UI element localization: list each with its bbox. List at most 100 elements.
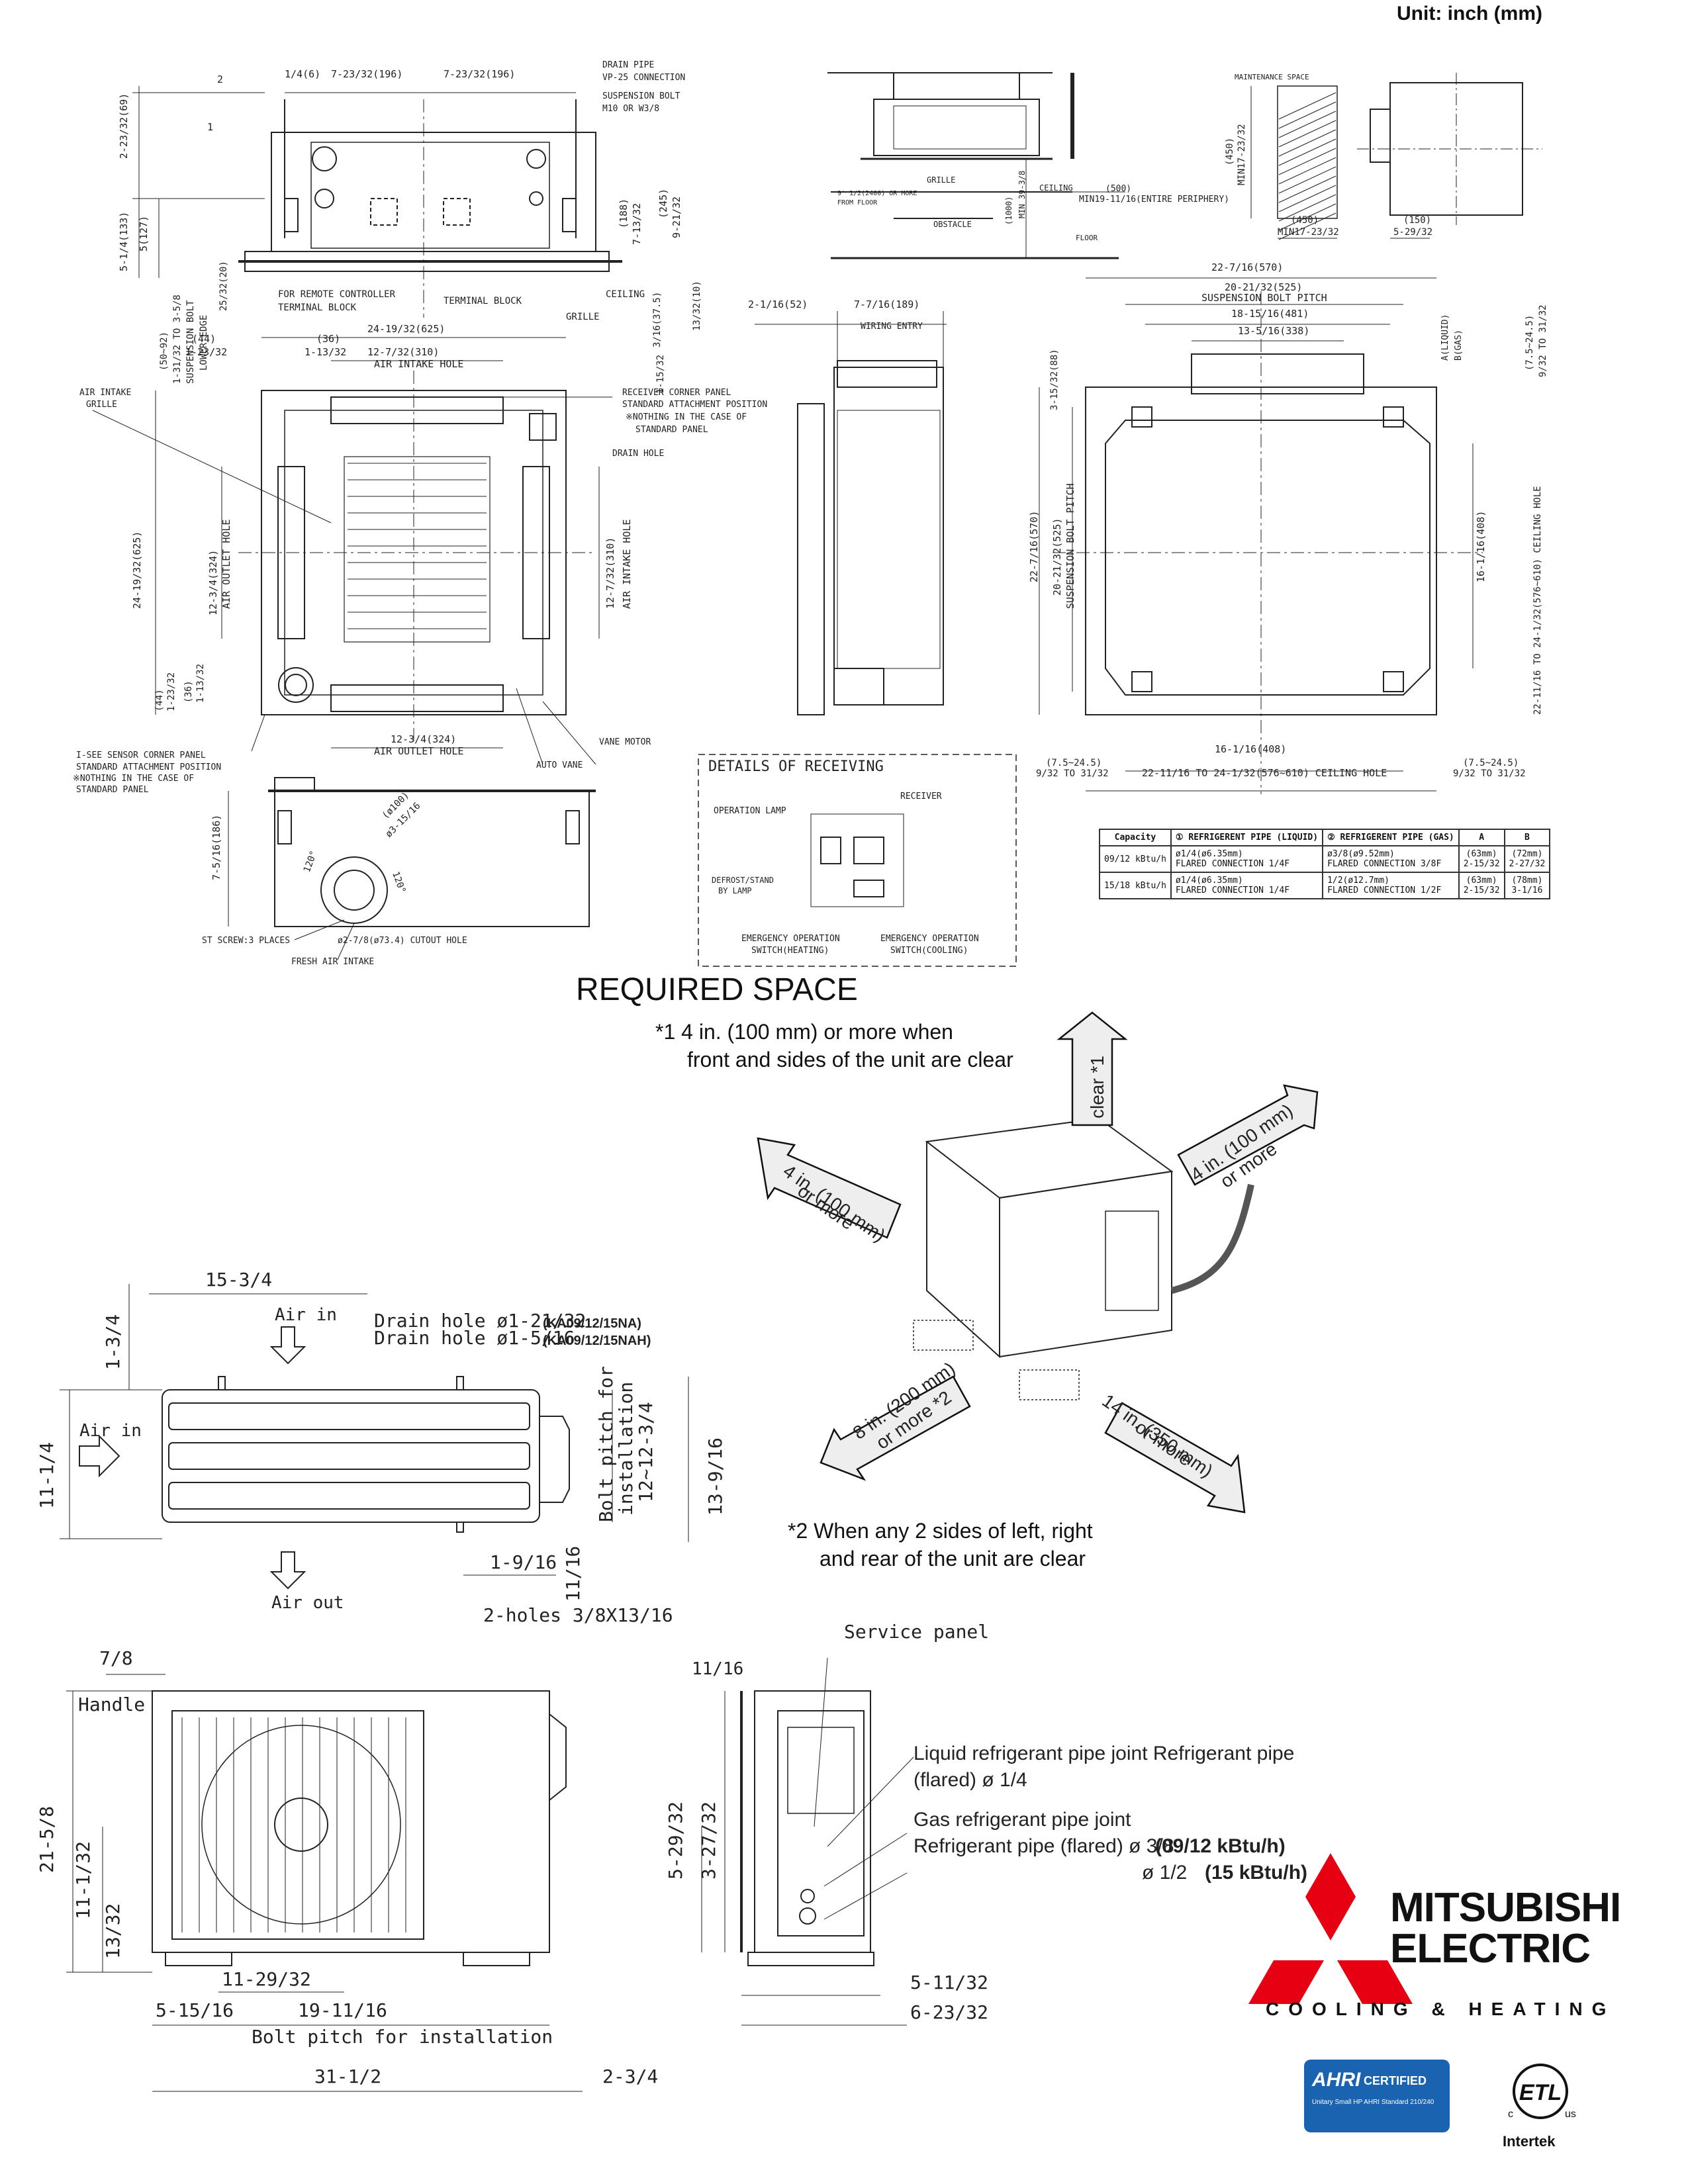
outdoor-top-drawing (60, 1284, 689, 1590)
drawing-label-side-view-dims-0: 2-1/16(52) (748, 298, 808, 310)
drawing-label-outdoor-front-dims-5: 5-15/16 (156, 1999, 234, 2021)
drawing-label-outdoor-top-labels-0: Air in (275, 1305, 337, 1325)
drawing-label-indoor-bottom-labels-0: ST SCREW:3 PLACES (202, 936, 291, 946)
cell-b: (72mm)2-27/32 (1503, 845, 1551, 873)
tagline: COOLING & HEATING (1266, 1999, 1616, 2019)
drawing-label-outdoor-front-dims-0: 7/8 (99, 1647, 133, 1669)
drawing-label-outdoor-top-dims-4: 13-9/16 (704, 1437, 726, 1516)
drawing-label-outdoor-side-labels-gas1: Gas refrigerant pipe joint (914, 1809, 1131, 1831)
drawing-label-indoor-top-right-dims-3: 9-21/32 (671, 196, 682, 238)
drawing-label-outdoor-side-dims-4: 6-23/32 (910, 2001, 989, 2023)
drawing-label-indoor-panel-top-dims-4: 1-13/32 (305, 346, 347, 358)
drawing-label-outdoor-side-labels-gas2b: (09/12 kBtu/h) (1155, 1835, 1286, 1857)
drawing-label-ceiling-hole-top-dims-6: B(GAS) (1454, 330, 1464, 361)
drawing-label-indoor-panel-bottom-0: 12-3/4(324) (391, 733, 457, 745)
cell-a: (63mm)2-15/32 (1458, 872, 1505, 899)
drawing-label-outdoor-top-dims-6: 11/16 (562, 1545, 584, 1602)
drawing-label-indoor-panel-side-dims-6: 1-23/32 (166, 672, 177, 711)
drawing-label-outdoor-front-dims-4: 11-29/32 (222, 1968, 311, 1990)
drawing-label-outdoor-top-drain2: Drain hole ø1-5/16 (374, 1327, 575, 1349)
drawing-label-ceiling-hole-top-dims-2: SUSPENSION BOLT PITCH (1201, 292, 1327, 304)
col-gas: ② REFRIGERENT PIPE (GAS) (1322, 829, 1460, 846)
drawing-label-outdoor-front-labels-1: Bolt pitch for installation (252, 2026, 553, 2048)
pipe-spec-table: Capacity ① REFRIGERENT PIPE (LIQUID) ② R… (1099, 829, 1551, 899)
drawing-label-indoor-top-labels-1: TERMINAL BLOCK (278, 302, 357, 313)
drawing-label-outdoor-top-labels-5: 2-holes 3/8X13/16 (483, 1604, 673, 1626)
drawing-label-outdoor-front-dims-7: 31-1/2 (314, 2066, 382, 2087)
drawing-label-indoor-top-right-dims-0: (188) (618, 198, 630, 228)
outdoor-side-drawing (701, 1657, 914, 2026)
drawing-label-maintenance-labels-6: 5-29/32 (1393, 227, 1433, 238)
drawing-label-ceiling-hole-top-dims-1: 20-21/32(525) (1225, 281, 1303, 293)
drawing-label-outdoor-side-labels-service: Service panel (844, 1621, 990, 1643)
drawing-label-ceiling-hole-top-dims-4: 13-5/16(338) (1238, 325, 1310, 337)
drawing-label-outdoor-front-dims-6: 19-11/16 (298, 1999, 387, 2021)
drawing-label-indoor-panel-lower-dims-0: (50~92) (159, 331, 169, 371)
drawing-label-ceiling-hole-right-dims-1: (7.5~24.5) (1524, 314, 1535, 371)
drawing-label-indoor-panel-sensor-0: I-SEE SENSOR CORNER PANEL (76, 751, 206, 760)
drawing-label-ceiling-hole-right-dims-2: 9/32 TO 31/32 (1538, 304, 1548, 377)
indoor-side-drawing (755, 311, 947, 715)
indoor-elevation-drawing (132, 86, 622, 318)
drawing-label-outdoor-side-labels-gas2: Refrigerant pipe (flared) ø 3/8 (914, 1835, 1174, 1857)
drawing-label-receiving-labels-7: SWITCH(COOLING) (890, 946, 968, 956)
col-liquid: ① REFRIGERENT PIPE (LIQUID) (1170, 829, 1324, 846)
drawing-label-outdoor-front-dims-1: 21-5/8 (36, 1805, 58, 1873)
drawing-label-indoor-panel-labels-5: STANDARD PANEL (635, 425, 708, 435)
drawing-label-indoor-panel-side-dims-5: (44) (154, 689, 165, 711)
drawing-label-maintenance-labels-0: MAINTENANCE SPACE (1235, 73, 1309, 81)
drawing-label-indoor-bottom-labels-1: FRESH AIR INTAKE (291, 957, 375, 967)
drawing-label-outdoor-top-dims-1: 1-3/4 (102, 1314, 124, 1370)
brand-name: MITSUBISHI ELECTRIC (1390, 1885, 1621, 1972)
drawing-label-indoor-panel-sensor-2: ※NOTHING IN THE CASE OF (73, 774, 195, 784)
drawing-label-indoor-panel-sensor-1: STANDARD ATTACHMENT POSITION (76, 762, 222, 772)
etl-right: us (1565, 2109, 1576, 2120)
drawing-label-ceiling-hole-right-dims-3: 22-11/16 TO 24-1/32(576~610) CEILING HOL… (1532, 486, 1543, 715)
table-row: 09/12 kBtu/h ø1/4(ø6.35mm)FLARED CONNECT… (1099, 845, 1551, 873)
indoor-bottom-drawing (228, 777, 596, 960)
cell-b: (78mm)3-1/16 (1503, 872, 1551, 899)
note-2: *2 When any 2 sides of left, right and r… (788, 1519, 1093, 1570)
required-space-title: REQUIRED SPACE (576, 972, 858, 1007)
drawing-label-ceiling-hole-left-dims-3: SUSPENSION BOLT PITCH (1064, 483, 1076, 609)
drawing-label-indoor-top-circles-0: 1 (207, 121, 214, 133)
drawing-label-indoor-panel-side-dims-7: (36) (183, 680, 194, 703)
drawing-label-ceiling-hole-bottom-dims-5: 9/32 TO 31/32 (1453, 768, 1526, 779)
drawing-label-ceiling-hole-left-dims-0: 3-15/32(88) (1049, 349, 1060, 410)
drawing-label-indoor-top-labels-3: CEILING (606, 289, 645, 300)
drawing-label-indoor-top-labels-0: FOR REMOTE CONTROLLER (278, 289, 396, 300)
drawing-label-outdoor-top-labels-4: installation (615, 1381, 637, 1516)
drawing-label-indoor-panel-bottom-3: VANE MOTOR (599, 737, 651, 747)
drawing-label-indoor-top-dims-top-1: 7-23/32(196) (331, 68, 403, 80)
receiving-drawing (698, 754, 1017, 967)
drawing-label-outdoor-top-drain1-model: (KA09/12/15NA) (543, 1316, 641, 1331)
drawing-label-indoor-top-callouts-2: SUSPENSION BOLT (602, 91, 680, 101)
drawing-label-outdoor-side-dims-2: 3-27/32 (698, 1801, 720, 1880)
drawing-label-ceiling-hole-top-dims-0: 22-7/16(570) (1211, 261, 1284, 273)
drawing-label-ceiling-hole-bottom-dims-4: (7.5~24.5) (1463, 758, 1519, 768)
drawing-label-receiving-labels-1: RECEIVER (900, 792, 942, 801)
drawing-label-required-space-arrows-0: clear *1 (1087, 1056, 1107, 1118)
etl-icon: ETL c us (1508, 2064, 1576, 2120)
required-space-drawing (913, 1117, 1254, 1400)
drawing-label-maintenance-labels-1: (450) (1225, 137, 1235, 165)
drawing-label-indoor-top-right-dims-1: 7-13/32 (631, 203, 643, 245)
etl-listed-mark: ETL c us Intertek (1503, 2055, 1577, 2150)
etl-mark: ETL (1519, 2080, 1562, 2105)
drawing-label-indoor-panel-side-dims-0: 24-19/32(625) (131, 531, 143, 609)
drawing-label-indoor-panel-sensor-3: STANDARD PANEL (76, 785, 149, 795)
cell-capacity: 09/12 kBtu/h (1099, 845, 1172, 873)
drawing-label-indoor-panel-side-dims-8: 1-13/32 (195, 663, 206, 703)
drawing-label-indoor-top-left-dims-0: 2-23/32(69) (118, 93, 130, 159)
clearance-arrows (757, 1011, 1319, 1514)
drawing-label-ceiling-hole-left-dims-2: 20-21/32(525) (1051, 518, 1063, 596)
drawing-label-indoor-top-left-dims-2: 5(127) (138, 215, 150, 251)
note-1: *1 4 in. (100 mm) or more when front and… (655, 1020, 1013, 1071)
drawing-label-maintenance-labels-4: MIN17-23/32 (1278, 227, 1339, 238)
drawing-label-outdoor-side-labels-gas3: ø 1/2 (1142, 1862, 1188, 1884)
drawing-label-outdoor-top-dims-0: 15-3/4 (205, 1269, 273, 1291)
drawing-label-indoor-bottom-dims-0: 7-5/16(186) (211, 814, 222, 880)
drawing-label-outdoor-top-drain1: Drain hole ø1-21/32 (374, 1310, 586, 1332)
drawing-label-ceiling-install-labels-0: GRILLE (927, 175, 956, 185)
